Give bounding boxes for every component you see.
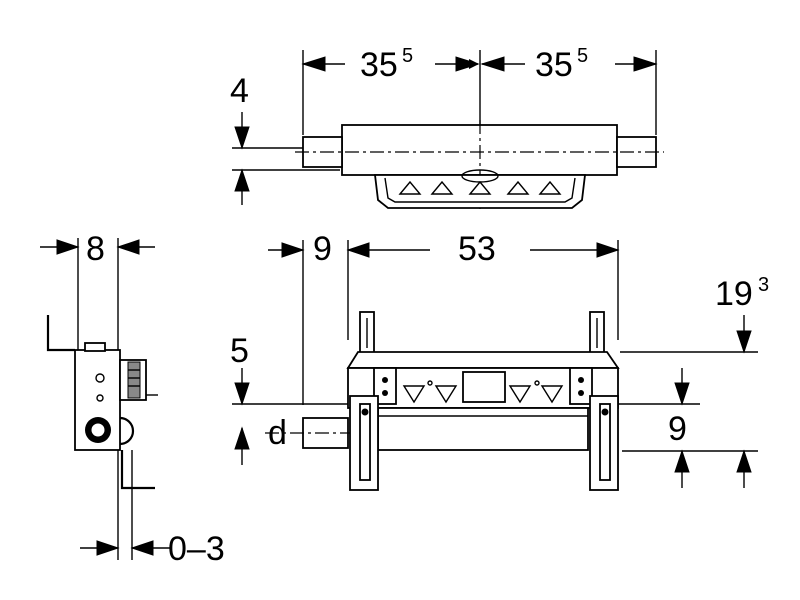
dim-top-left: 35 xyxy=(360,46,398,84)
dim-front-left-offset: 5 xyxy=(230,332,249,370)
dim-front-width: 53 xyxy=(458,230,496,268)
dim-side-adjust: 0–3 xyxy=(168,530,225,568)
dim-top-left-sup: 5 xyxy=(402,45,413,67)
top-view: 35 5 35 5 4 xyxy=(230,40,664,212)
dim-front-offset: 9 xyxy=(313,230,332,268)
dim-top-right: 35 xyxy=(535,46,573,84)
dim-top-right-sup: 5 xyxy=(577,45,588,67)
dim-side-depth: 8 xyxy=(86,230,105,268)
dim-front-height: 19 xyxy=(715,275,753,313)
dim-front-height-sup: 3 xyxy=(758,274,769,296)
front-view: 9 53 19 3 9 5 d xyxy=(230,230,769,491)
dim-top-offset: 4 xyxy=(230,72,249,110)
side-view: 8 0–3 xyxy=(40,230,225,568)
dim-front-right-offset: 9 xyxy=(668,410,687,448)
